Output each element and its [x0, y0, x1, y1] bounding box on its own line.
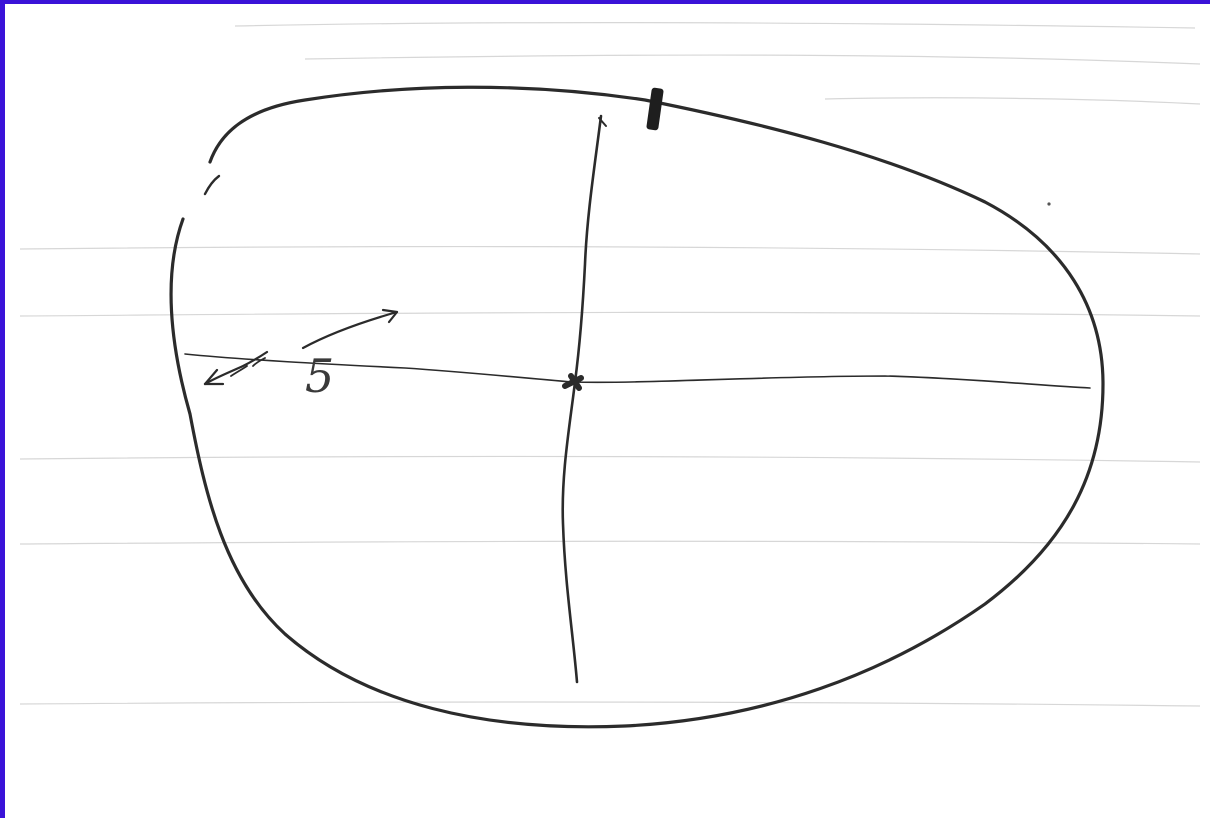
show-through-lines	[20, 23, 1200, 707]
annotation-label: 5	[305, 349, 334, 403]
intersection-mark	[565, 376, 581, 388]
vertical-line	[563, 116, 601, 682]
outline-gap-stroke	[205, 176, 219, 194]
speck	[1047, 202, 1050, 205]
outline-tick-mark	[646, 87, 664, 130]
upper-arrow	[303, 312, 397, 348]
outline-sketch: 5	[5, 4, 1210, 818]
small-scribble	[231, 358, 265, 376]
outline-curve	[171, 87, 1103, 727]
